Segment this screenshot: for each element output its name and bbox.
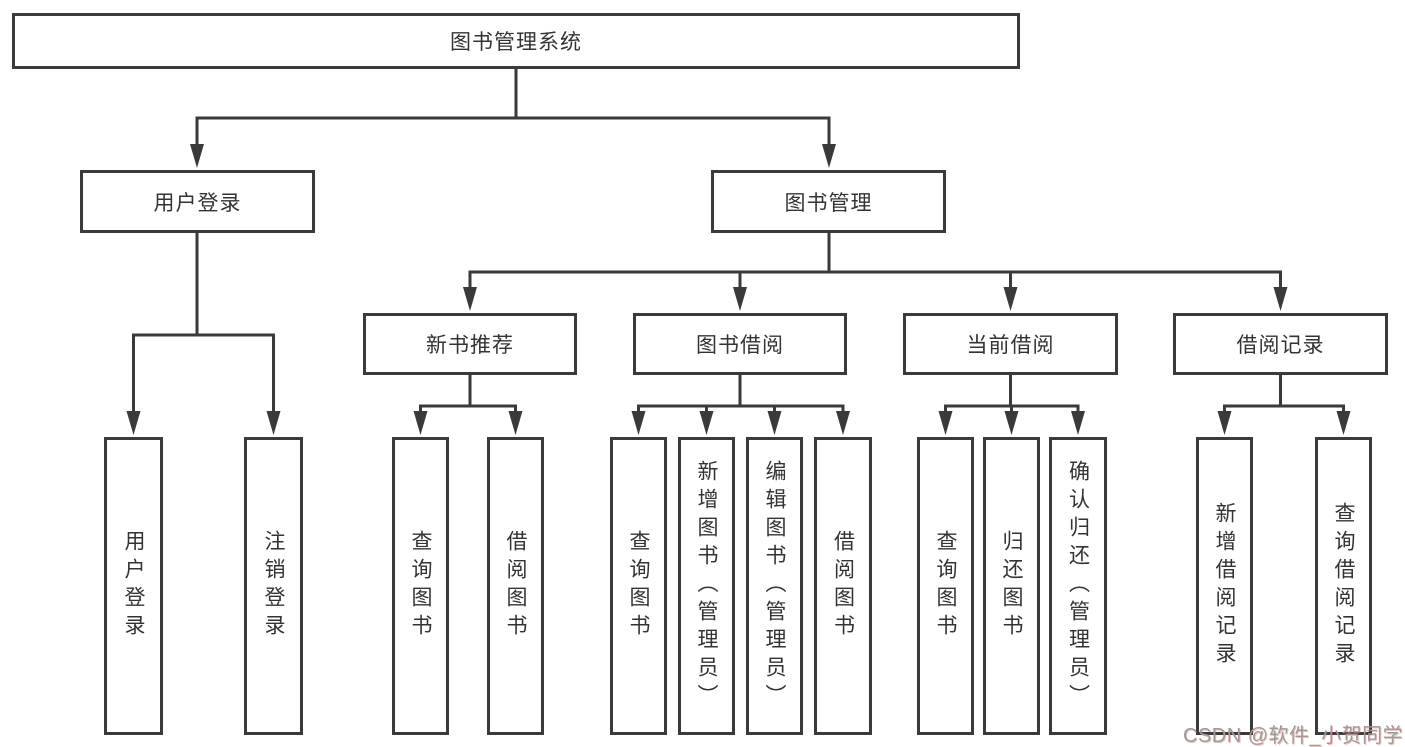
leaf-confirm-return-admin: 确认归还（管理员）	[1049, 437, 1107, 735]
leaf-query-books-borrow: 查询图书	[610, 437, 667, 735]
leaf-add-books-admin: 新增图书（管理员）	[678, 437, 735, 735]
leaf-query-books-recommend: 查询图书	[392, 437, 449, 735]
leaf-user-login: 用户登录	[104, 437, 163, 735]
leaf-borrow-books-recommend: 借阅图书	[487, 437, 544, 735]
node-current-borrowing: 当前借阅	[903, 313, 1118, 375]
node-borrowing-records: 借阅记录	[1173, 313, 1388, 375]
leaf-query-books-current: 查询图书	[917, 437, 974, 735]
leaf-borrow-books: 借阅图书	[814, 437, 872, 735]
watermark-csdn: CSDN @软件_小贺同学	[1183, 725, 1404, 747]
node-library-management-system: 图书管理系统	[12, 13, 1020, 69]
node-book-borrowing: 图书借阅	[633, 313, 847, 375]
node-book-management: 图书管理	[711, 170, 946, 233]
node-new-book-recommendation: 新书推荐	[363, 313, 577, 375]
leaf-return-books: 归还图书	[983, 437, 1040, 735]
leaf-logout-login: 注销登录	[244, 437, 303, 735]
leaf-add-borrow-record: 新增借阅记录	[1196, 437, 1253, 735]
node-user-login: 用户登录	[80, 170, 315, 233]
leaf-edit-books-admin: 编辑图书（管理员）	[746, 437, 803, 735]
leaf-query-borrow-record: 查询借阅记录	[1315, 437, 1372, 735]
